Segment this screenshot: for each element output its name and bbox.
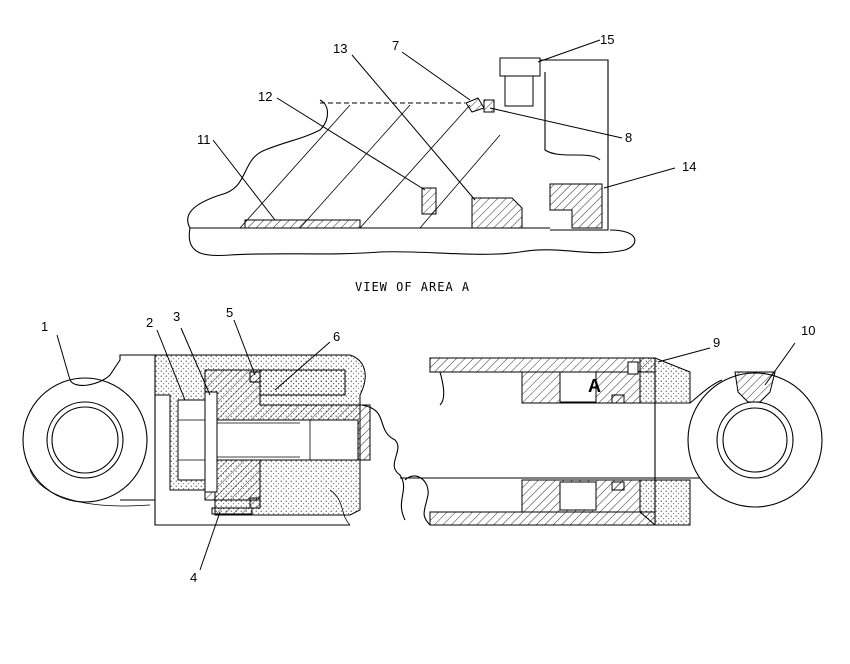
callout-8: 8 [625, 130, 632, 145]
callout-11: 11 [197, 132, 211, 147]
tube-break-left [361, 404, 406, 521]
part-5-seal-lower [249, 497, 261, 509]
part-9-head [639, 357, 691, 404]
detail-caption: VIEW OF AREA A [355, 280, 470, 294]
part-15-bolt-head [499, 57, 541, 77]
callout-1: 1 [41, 319, 48, 334]
callout-6: 6 [333, 329, 340, 344]
callout-3: 3 [173, 309, 180, 324]
part-10-fitting [734, 371, 776, 403]
callout-12: 12 [258, 89, 272, 104]
callout-4: 4 [190, 570, 197, 585]
callout-14: 14 [682, 159, 696, 174]
callout-15: 15 [600, 32, 614, 47]
callout-13: 13 [333, 41, 347, 56]
part-3-washer [204, 391, 218, 493]
cylinder-tube-bottom [429, 511, 656, 526]
cylinder-assembly: A 1 2 3 5 6 9 10 4 [22, 305, 823, 585]
part-12-detail [421, 187, 437, 215]
part-6 [259, 369, 346, 396]
callout-5: 5 [226, 305, 233, 320]
part-7-detail [465, 97, 485, 113]
part-4 [211, 507, 253, 515]
part-14-detail [549, 183, 603, 229]
part-1-rod-eye [22, 377, 148, 503]
part-5-seal [249, 371, 261, 383]
part-2-bolt-head [177, 399, 209, 481]
part-11-detail [244, 219, 361, 229]
cylinder-tube-top [429, 357, 656, 373]
detail-view-area-a: 11 12 13 7 15 8 14 [187, 32, 696, 257]
callout-7: 7 [392, 38, 399, 53]
callout-2: 2 [146, 315, 153, 330]
part-8-detail [483, 99, 495, 113]
callout-10: 10 [801, 323, 815, 338]
part-13-detail [471, 197, 523, 229]
callout-9: 9 [713, 335, 720, 350]
bolt-shank [207, 419, 359, 461]
detail-break-outline [187, 99, 636, 257]
area-a-marker: A [588, 376, 601, 396]
tube-break-right [404, 371, 445, 526]
